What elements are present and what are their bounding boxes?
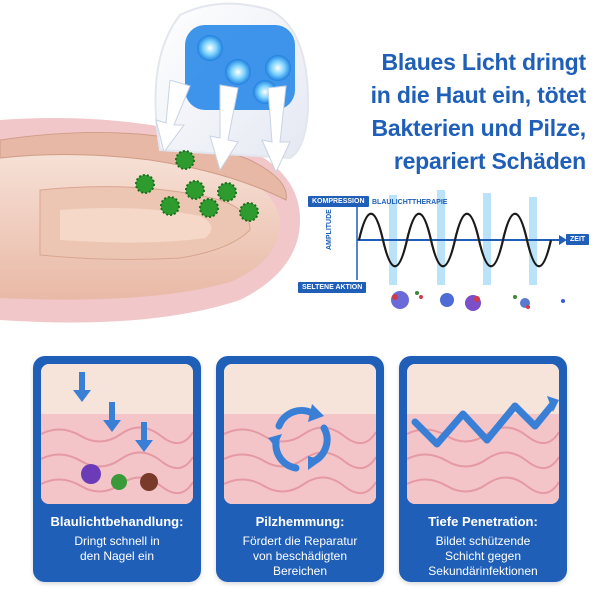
card-title: Pilzhemmung:: [255, 514, 345, 529]
card-desc-line: Schicht gegen: [444, 549, 522, 563]
card-picture: [407, 364, 559, 504]
card-description: Bildet schützende Schicht gegen Sekundär…: [399, 534, 567, 579]
card-title: Tiefe Penetration:: [428, 514, 538, 529]
card-picture: [41, 364, 193, 504]
card-desc-line: Dringt schnell in: [74, 534, 160, 548]
rare-action-label: SELTENE AKTION: [298, 282, 367, 293]
card-title: Blaulichtbehandlung:: [50, 514, 184, 529]
feature-card: Pilzhemmung: Fördert die Reparatur von b…: [216, 356, 384, 582]
down-arrows-icon: [73, 372, 91, 402]
light-beam-arrows: [155, 80, 291, 174]
headline-line: repariert Schäden: [393, 148, 586, 174]
card-desc-line: Sekundärinfektionen: [428, 564, 538, 578]
card-desc-line: Bereichen: [272, 564, 328, 578]
time-label: ZEIT: [566, 234, 590, 245]
amplitude-label: AMPLITUDE: [326, 209, 333, 250]
card-desc-line: Fördert die Reparatur: [242, 534, 358, 548]
wave-diagram: [356, 190, 567, 311]
card-desc-line: Bildet schützende: [435, 534, 531, 548]
card-desc-line: den Nagel ein: [79, 549, 155, 563]
headline-line: Bakterien und Pilze,: [371, 115, 586, 141]
feature-card: Blaulichtbehandlung: Dringt schnell in d…: [33, 356, 201, 582]
card-desc-line: von beschädigten: [252, 549, 348, 563]
headline-line: in die Haut ein, tötet: [370, 82, 587, 108]
headline-line: Blaues Licht dringt: [381, 49, 587, 75]
skin-cells-illustration: [41, 364, 193, 504]
therapy-label: BLAULICHTTHERAPIE: [372, 199, 448, 206]
skin-cells-illustration: [224, 364, 376, 504]
headline: Blaues Licht dringt in die Haut ein, töt…: [256, 46, 587, 178]
skin-cells-illustration: [407, 364, 559, 504]
feature-card: Tiefe Penetration: Bildet schützende Sch…: [399, 356, 567, 582]
zigzag-arrow-icon: [411, 400, 557, 448]
card-description: Dringt schnell in den Nagel ein: [33, 534, 201, 564]
compression-label: KOMPRESSION: [308, 196, 369, 207]
card-description: Fördert die Reparatur von beschädigten B…: [216, 534, 384, 579]
germ-cluster: [135, 150, 259, 222]
finger-illustration: [0, 118, 300, 323]
card-picture: [224, 364, 376, 504]
